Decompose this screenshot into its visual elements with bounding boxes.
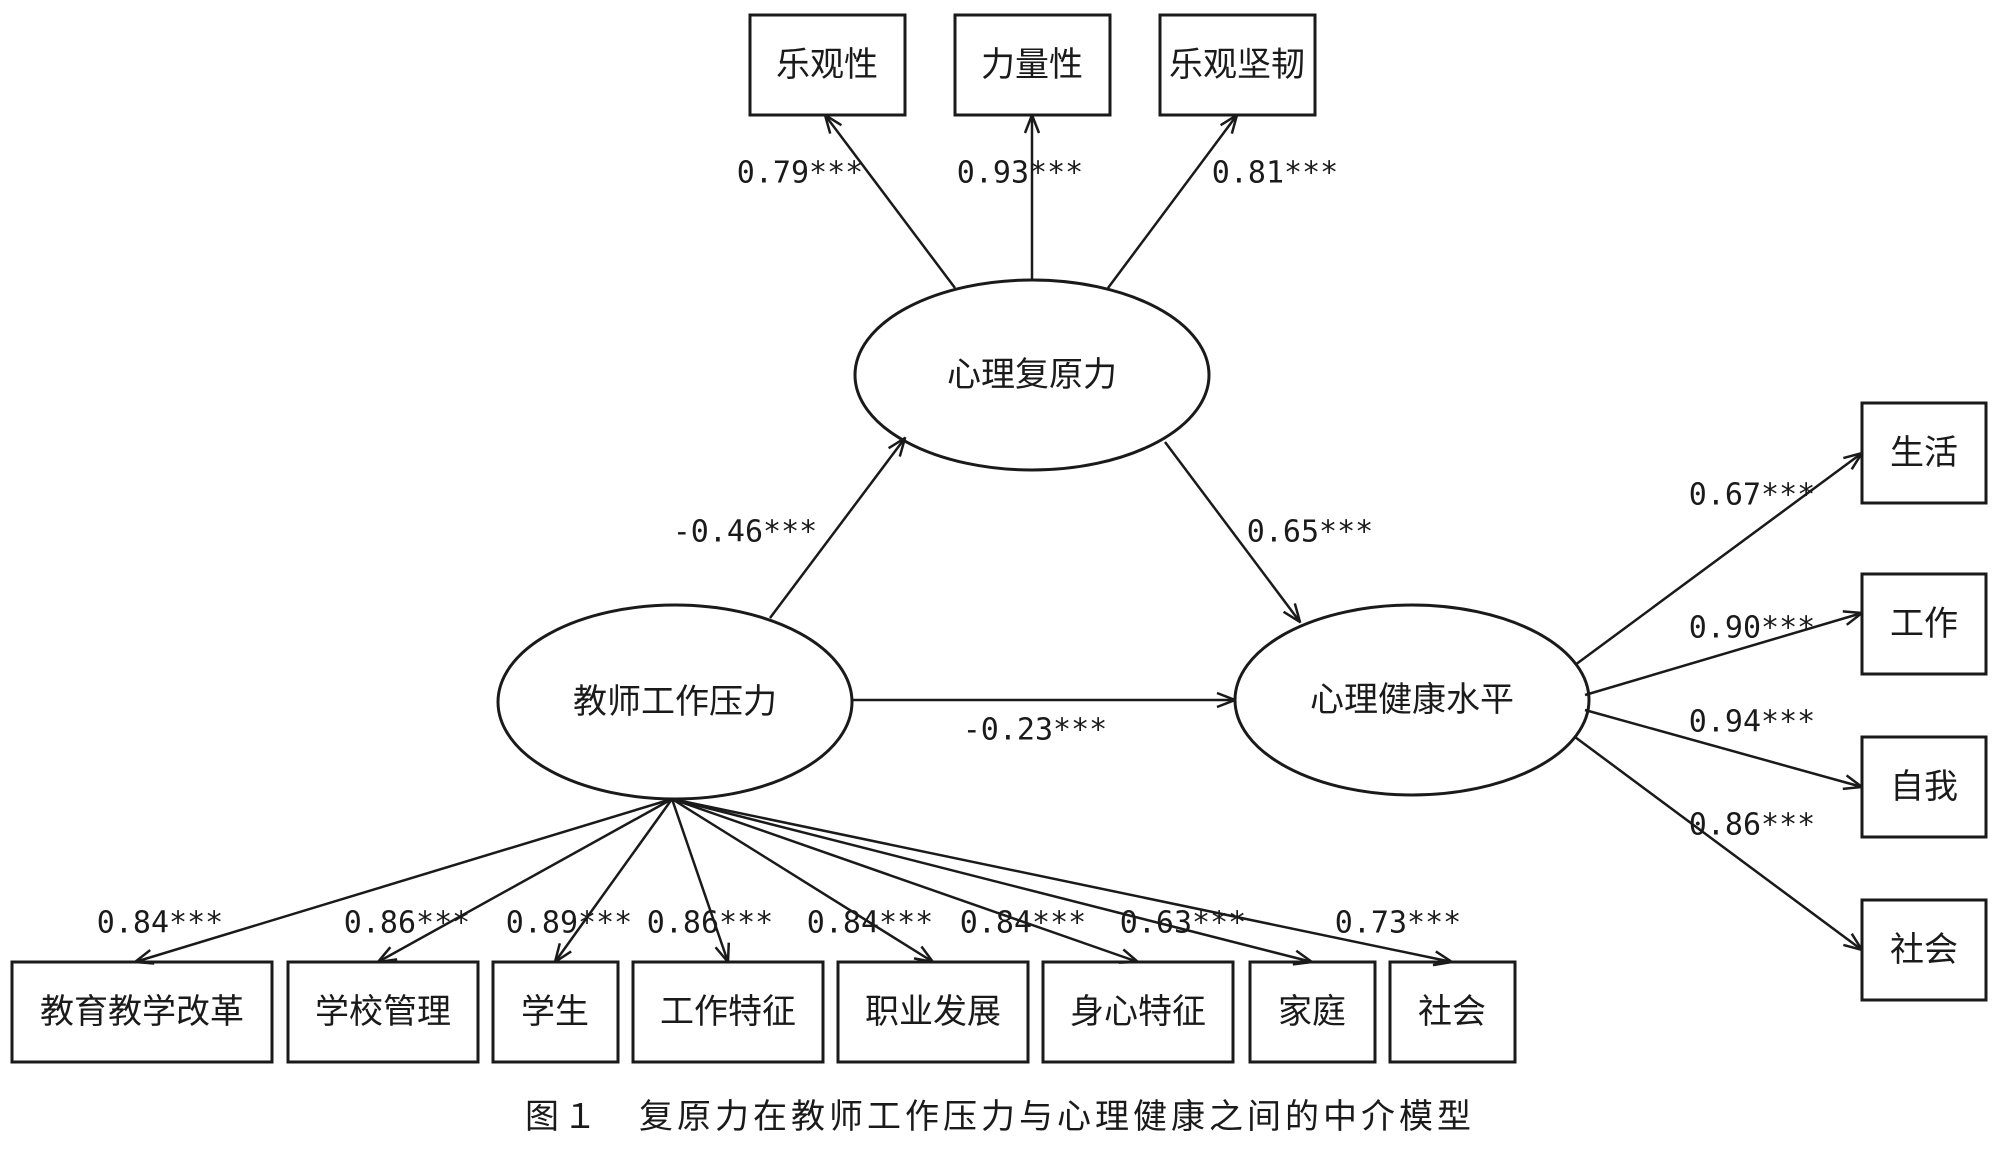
indicator-family-label: 家庭: [1278, 992, 1346, 1032]
arrow-stress-school-management: [378, 797, 673, 962]
indicator-self-label: 自我: [1890, 767, 1958, 807]
latent-resilience: 心理复原力: [853, 278, 1211, 472]
coef-stress-health: -0.23***: [963, 713, 1108, 748]
arrow-stress-students: [555, 798, 674, 962]
indicator-self: 自我: [1860, 735, 1988, 839]
indicator-body-mind-label: 身心特征: [1070, 992, 1206, 1032]
indicator-career-label: 职业发展: [865, 992, 1001, 1032]
arrow-stress-career: [671, 797, 933, 962]
indicator-life: 生活: [1860, 401, 1988, 505]
indicator-tenacity-label: 乐观坚韧: [1169, 45, 1305, 85]
arrow-resilience-optimism: [825, 115, 956, 289]
figure-caption: 图１ 复原力在教师工作压力与心理健康之间的中介模型: [525, 1097, 1475, 1137]
loading-self: 0.94***: [1689, 705, 1815, 740]
indicator-society-stress-label: 社会: [1418, 992, 1486, 1032]
arrow-health-self: [1584, 708, 1862, 787]
arrow-health-work: [1584, 613, 1862, 697]
arrow-health-society: [1574, 735, 1862, 950]
loading-tenacity: 0.81***: [1212, 156, 1338, 191]
loading-work: 0.90***: [1689, 611, 1815, 646]
indicator-work-label: 工作: [1890, 604, 1958, 644]
indicator-society-health-label: 社会: [1890, 930, 1958, 970]
indicator-body-mind: 身心特征: [1041, 960, 1235, 1064]
indicator-reform-label: 教育教学改革: [40, 992, 244, 1032]
latent-health-label: 心理健康水平: [1310, 680, 1514, 720]
coef-resilience-health: 0.65***: [1247, 515, 1373, 550]
indicator-school-management-label: 学校管理: [315, 992, 451, 1032]
indicator-career: 职业发展: [836, 960, 1030, 1064]
latent-health: 心理健康水平: [1233, 603, 1591, 797]
indicator-family: 家庭: [1248, 960, 1377, 1064]
latent-resilience-label: 心理复原力: [947, 355, 1117, 395]
arrow-resilience-health: [1164, 441, 1300, 622]
indicator-school-management: 学校管理: [286, 960, 480, 1064]
loading-family: 0.63***: [1120, 906, 1246, 941]
indicator-optimism: 乐观性: [748, 13, 907, 117]
loading-school-management: 0.86***: [344, 906, 470, 941]
arrow-stress-reform: [135, 797, 673, 962]
indicator-life-label: 生活: [1890, 433, 1958, 473]
indicator-students: 学生: [491, 960, 620, 1064]
loading-society-health: 0.86***: [1689, 808, 1815, 843]
latent-stress-label: 教师工作压力: [573, 682, 777, 722]
loading-job-features: 0.86***: [647, 906, 773, 941]
loading-reform: 0.84***: [97, 906, 223, 941]
indicator-strength-label: 力量性: [981, 45, 1083, 85]
loading-society-stress: 0.73***: [1335, 906, 1461, 941]
arrow-stress-job-features: [670, 798, 728, 962]
arrow-stress-resilience: [769, 438, 905, 619]
indicator-job-features: 工作特征: [631, 960, 825, 1064]
indicator-strength: 力量性: [953, 13, 1112, 117]
loading-body-mind: 0.84***: [960, 906, 1086, 941]
arrow-stress-body-mind: [671, 797, 1138, 962]
arrow-stress-family: [671, 797, 1312, 962]
indicator-reform: 教育教学改革: [10, 960, 274, 1064]
arrow-health-life: [1574, 453, 1862, 667]
loading-students: 0.89***: [506, 906, 632, 941]
coef-stress-resilience: -0.46***: [673, 515, 818, 550]
indicator-work: 工作: [1860, 572, 1988, 676]
indicator-optimism-label: 乐观性: [776, 45, 878, 85]
loading-career: 0.84***: [807, 906, 933, 941]
indicator-job-features-label: 工作特征: [660, 992, 796, 1032]
arrow-resilience-tenacity: [1106, 115, 1237, 289]
arrow-stress-society: [671, 797, 1452, 962]
indicator-tenacity: 乐观坚韧: [1158, 13, 1317, 117]
indicator-society-stress: 社会: [1388, 960, 1517, 1064]
latent-stress: 教师工作压力: [496, 603, 854, 801]
loading-strength: 0.93***: [957, 156, 1083, 191]
loading-life: 0.67***: [1689, 478, 1815, 513]
indicator-society-health: 社会: [1860, 898, 1988, 1002]
indicator-students-label: 学生: [521, 992, 589, 1032]
loading-optimism: 0.79***: [737, 156, 863, 191]
